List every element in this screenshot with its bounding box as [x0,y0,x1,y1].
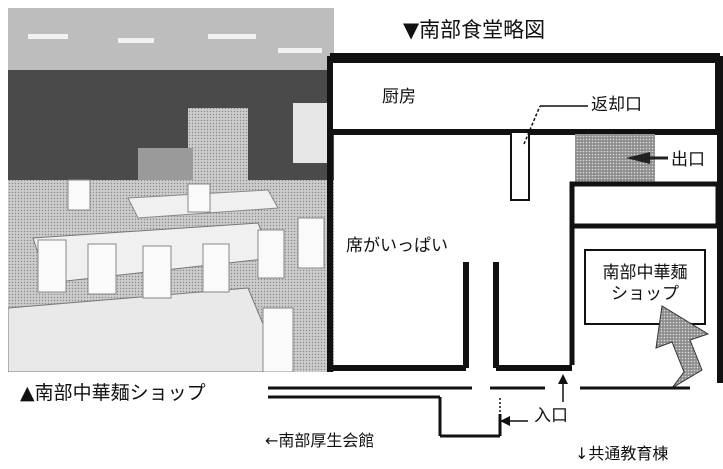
common-building-direction: ↓共通教育棟 [575,444,669,463]
shop-label-line2: ショップ [611,284,679,305]
exit-label: 出口 [671,150,705,170]
map-title: ▼南部食堂略図 [403,18,546,42]
corridor [268,386,690,438]
return-counter [510,131,530,201]
shop-label: 南部中華麺 ショップ [588,263,702,306]
return-leader-line [523,105,541,145]
seating-note: 席がいっぱい [346,236,448,256]
kitchen-label: 厨房 [382,87,416,107]
shop-box [584,249,706,325]
dining-hall-photo [8,8,334,372]
exit-arrow [626,152,650,164]
side-room-upper [569,181,721,229]
interior-partitions [330,262,572,371]
return-counter-label: 返却口 [591,95,642,115]
welfare-hall-direction: ←南部厚生会館 [265,431,375,450]
entrance-label: 入口 [534,406,568,426]
shop-pointer-arrow [655,305,710,389]
photo-illustration [8,8,334,372]
shop-label-line1: 南部中華麺 [602,263,688,283]
photo-caption: ▲南部中華麺ショップ [20,382,206,404]
